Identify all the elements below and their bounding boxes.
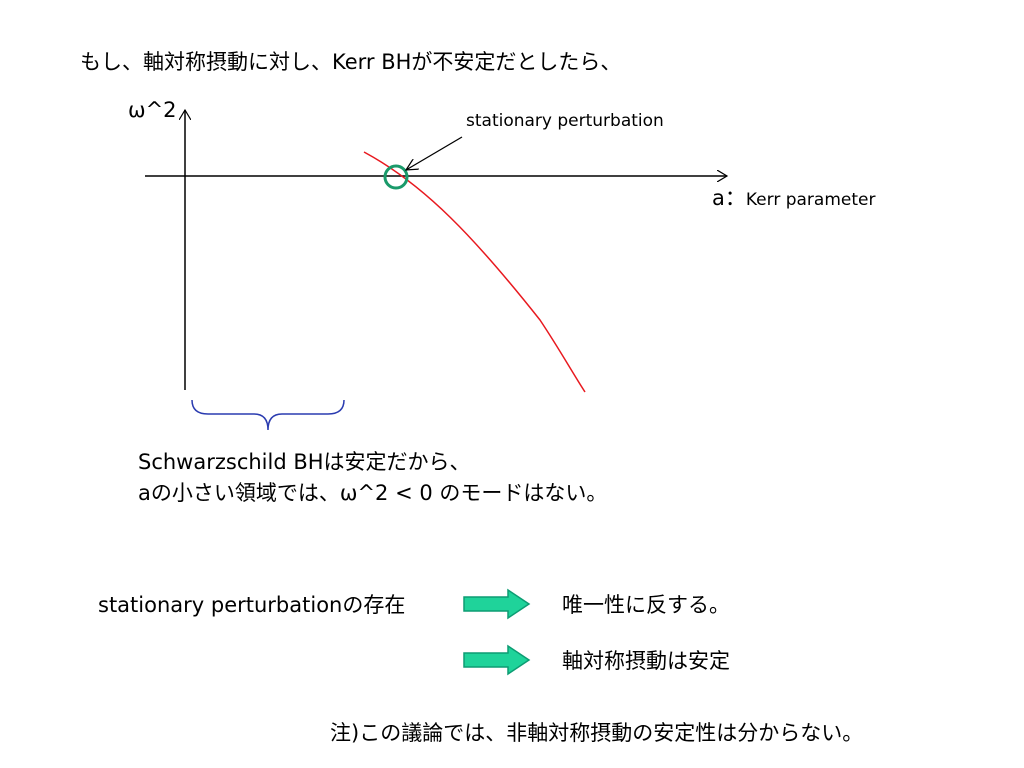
uniqueness-contradiction-text: 唯一性に反する。 xyxy=(562,593,730,617)
x-axis-label: a：Kerr parameter xyxy=(712,188,875,209)
slide-title: もし、軸対称摂動に対し、Kerr BHが不安定だとしたら、 xyxy=(80,50,622,74)
schwarzschild-line-1: Schwarzschild BHは安定だから、 xyxy=(138,450,471,474)
omega-squared-curve xyxy=(363,151,586,393)
implies-arrow-2 xyxy=(463,644,531,676)
axisymmetric-stable-text: 軸対称摂動は安定 xyxy=(562,649,730,673)
footnote: 注)この議論では、非軸対称摂動の安定性は分からない。 xyxy=(330,721,864,745)
annotation-pointer-arrow xyxy=(406,136,463,170)
stationary-perturbation-annotation: stationary perturbation xyxy=(466,111,664,131)
y-axis-label: ω^2 xyxy=(128,98,177,122)
implies-arrow-1 xyxy=(463,588,531,620)
small-a-region-brace xyxy=(191,399,345,431)
zero-crossing-circle xyxy=(383,164,409,190)
stationary-existence-text: stationary perturbationの存在 xyxy=(98,593,406,617)
schwarzschild-line-2: aの小さい領域では、ω^2 < 0 のモードはない。 xyxy=(138,481,608,505)
x-axis-description: Kerr parameter xyxy=(745,190,876,210)
x-axis-symbol: a： xyxy=(712,186,746,210)
